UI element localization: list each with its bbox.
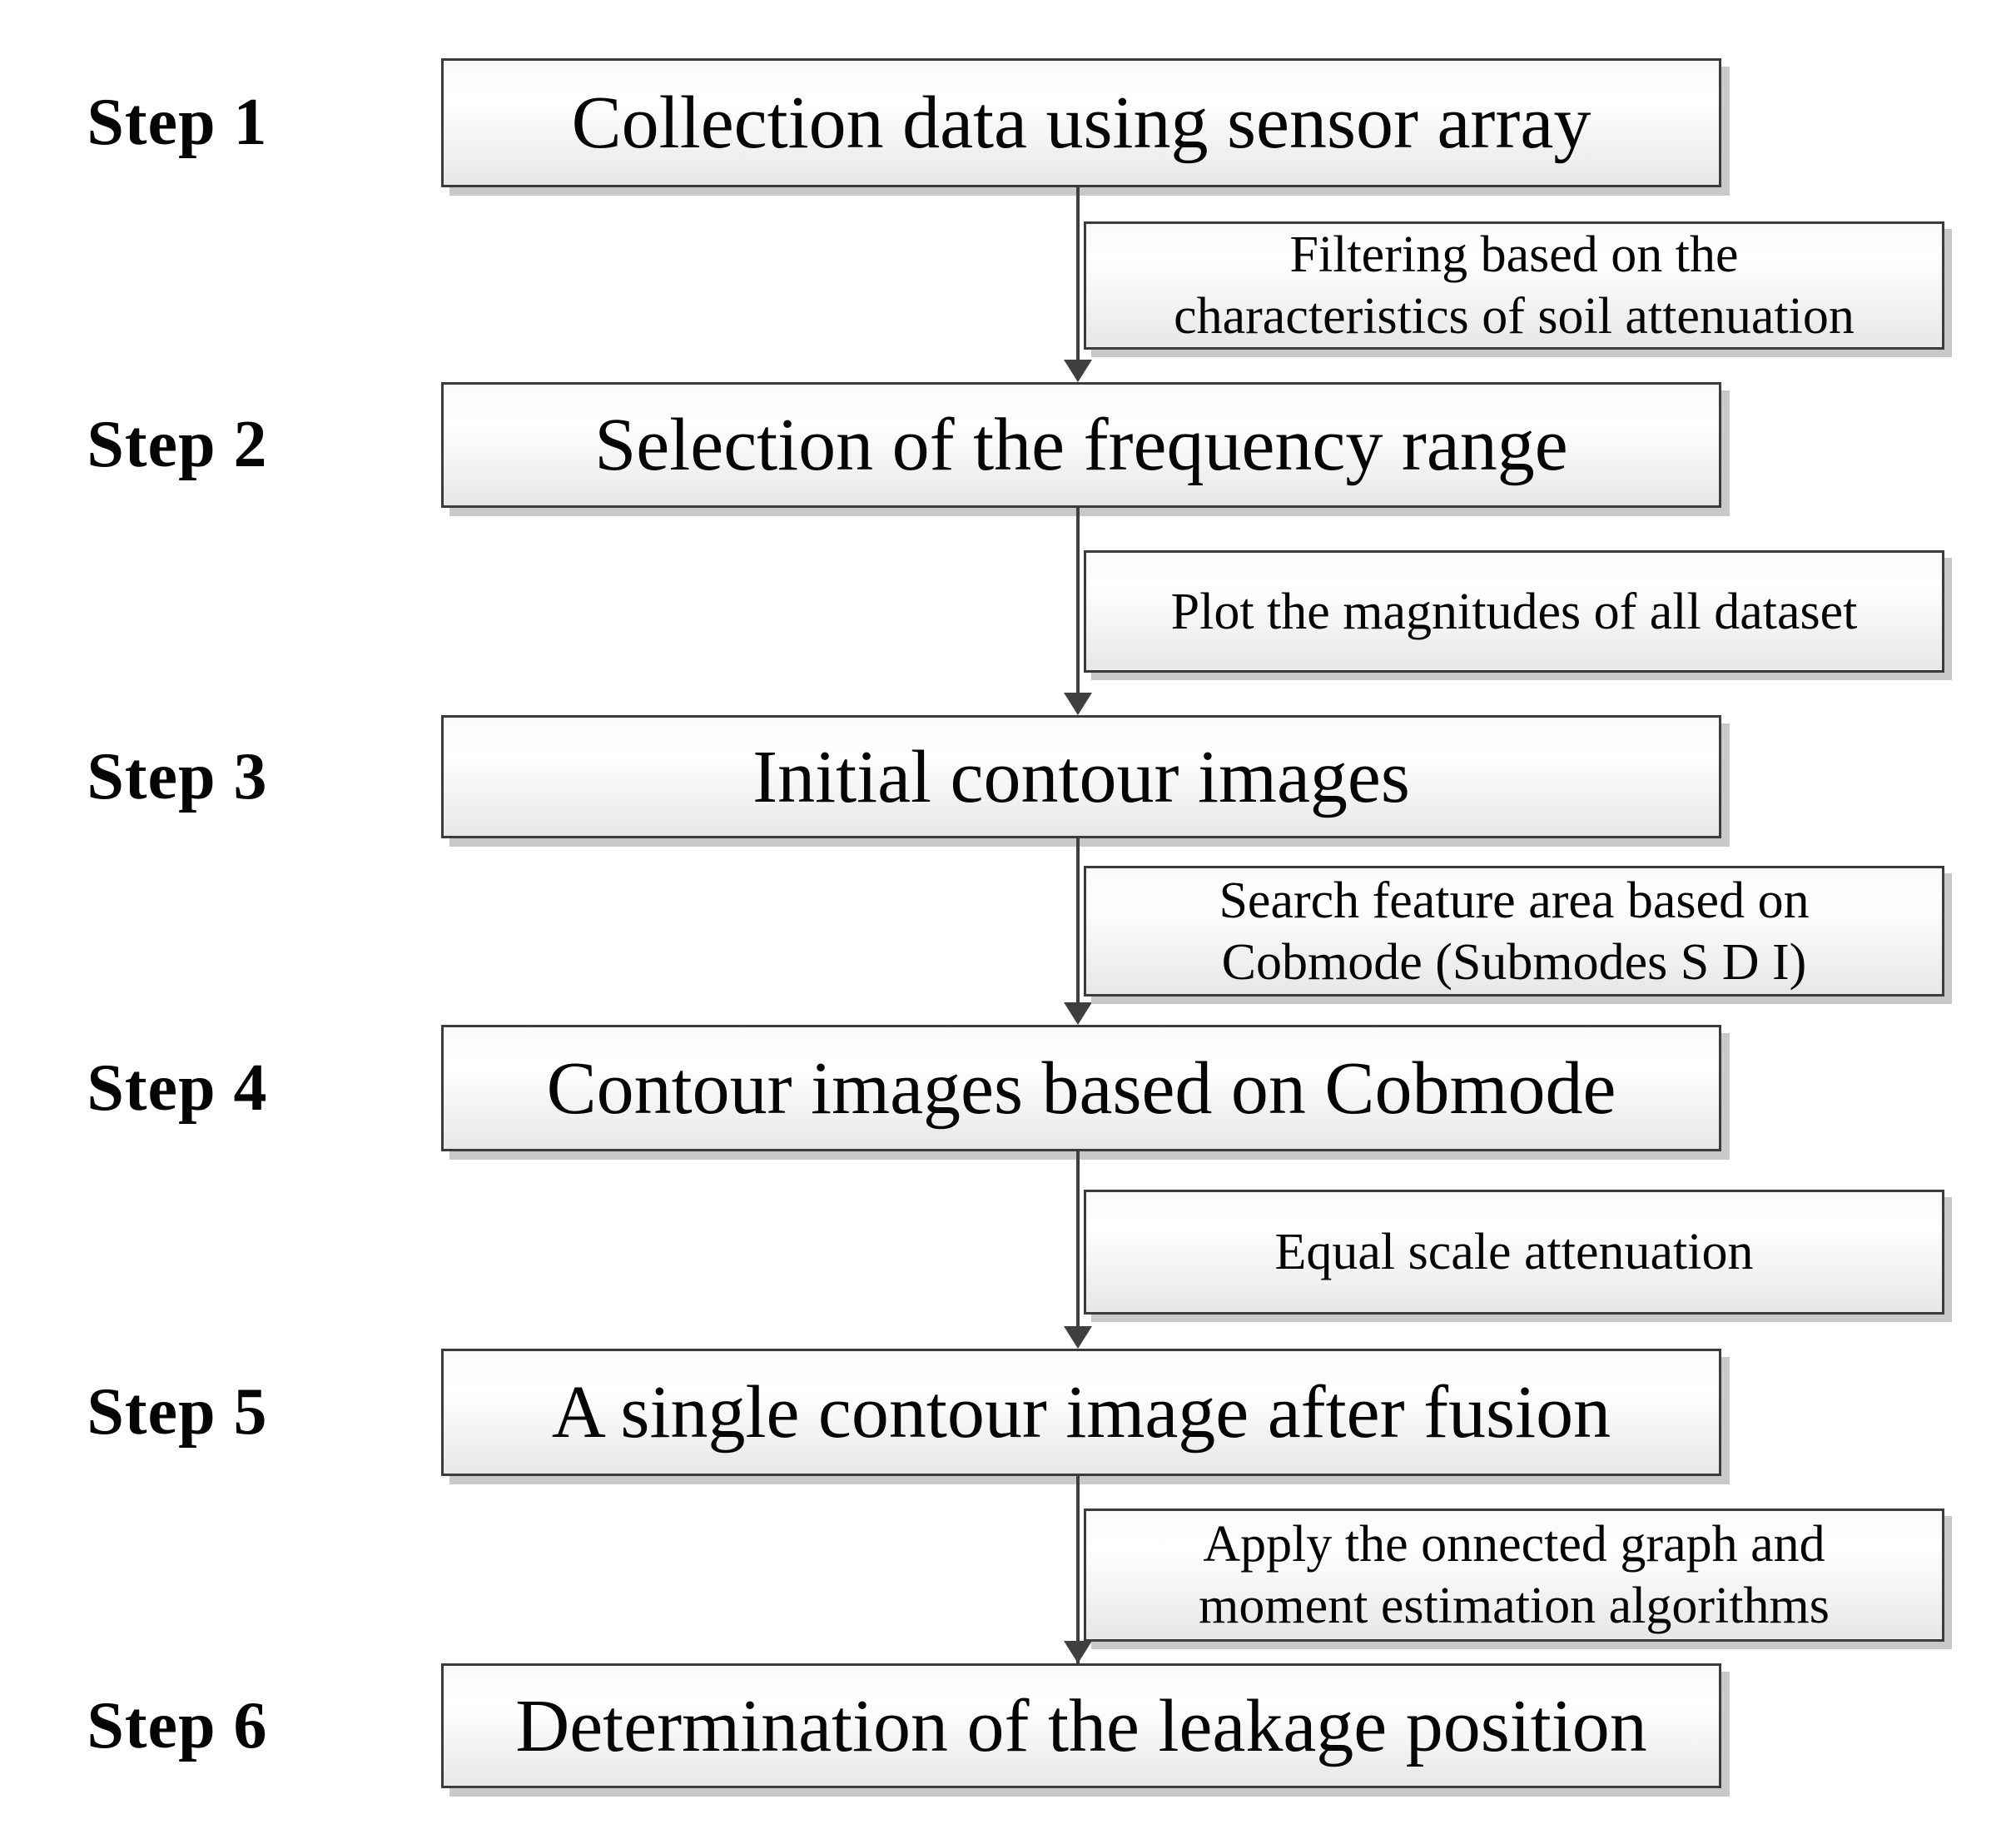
step-1-label: Step 1 <box>87 86 268 159</box>
step-2-title: Selection of the frequency range <box>594 404 1568 486</box>
step-6-title: Determination of the leakage position <box>515 1684 1647 1767</box>
transition-3-line-2: Cobmode (Submodes S D I) <box>1221 933 1807 991</box>
step-5-box: A single contour image after fusion <box>441 1349 1721 1476</box>
transition-4-line-1: Equal scale attenuation <box>1274 1224 1754 1280</box>
step-1-title: Collection data using sensor array <box>571 82 1591 164</box>
transition-box-1: Filtering based on the characteristics o… <box>1084 221 1944 350</box>
step-3-label: Step 3 <box>87 739 268 813</box>
flow-arrow-4 <box>1076 1151 1080 1345</box>
flow-arrow-3 <box>1076 838 1080 1021</box>
arrow-down-icon <box>1064 360 1092 382</box>
flow-arrow-2 <box>1076 508 1080 712</box>
step-2-label: Step 2 <box>87 408 268 481</box>
transition-1-line-2: characteristics of soil attenuation <box>1174 288 1855 345</box>
transition-5-line-2: moment estimation algorithms <box>1199 1578 1830 1634</box>
step-3-title: Initial contour images <box>752 735 1410 818</box>
step-5-title: A single contour image after fusion <box>551 1371 1611 1454</box>
transition-3-line-1: Search feature area based on <box>1219 872 1810 929</box>
flow-arrow-5 <box>1076 1476 1080 1663</box>
transition-5-line-1: Apply the onnected graph and <box>1203 1516 1825 1573</box>
flow-arrow-1 <box>1076 187 1080 379</box>
step-2-box: Selection of the frequency range <box>441 382 1721 508</box>
arrow-down-icon <box>1064 1326 1092 1349</box>
step-3-box: Initial contour images <box>441 715 1721 838</box>
transition-box-3: Search feature area based on Cobmode (Su… <box>1084 866 1944 997</box>
arrow-down-icon <box>1064 1002 1092 1025</box>
step-6-box: Determination of the leakage position <box>441 1663 1721 1788</box>
step-4-title: Contour images based on Cobmode <box>546 1046 1616 1130</box>
transition-box-2: Plot the magnitudes of all dataset <box>1084 550 1944 673</box>
step-1-box: Collection data using sensor array <box>441 58 1721 187</box>
transition-box-5: Apply the onnected graph and moment esti… <box>1084 1509 1944 1642</box>
arrow-down-icon <box>1064 1641 1092 1663</box>
arrow-down-icon <box>1064 693 1092 715</box>
step-6-label: Step 6 <box>87 1688 268 1762</box>
step-5-label: Step 5 <box>87 1375 268 1449</box>
transition-2-line-1: Plot the magnitudes of all dataset <box>1170 583 1858 640</box>
transition-box-4: Equal scale attenuation <box>1084 1190 1944 1315</box>
step-4-box: Contour images based on Cobmode <box>441 1025 1721 1151</box>
step-4-label: Step 4 <box>87 1051 268 1125</box>
transition-1-line-1: Filtering based on the <box>1289 226 1739 283</box>
